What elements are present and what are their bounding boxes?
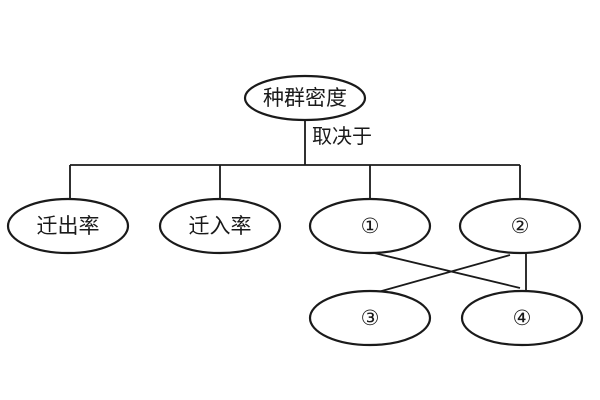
root-node-label: 种群密度 — [263, 86, 347, 110]
root-node: 种群密度 — [243, 74, 367, 122]
factor-node-2: ② — [458, 197, 582, 255]
factor-node-immigration-label: 迁入率 — [189, 214, 252, 238]
cross-connector-factor-1-to-4 — [369, 251, 521, 289]
factor-node-immigration: 迁入率 — [158, 197, 282, 255]
factor-node-1-label: ① — [361, 214, 380, 238]
factor-node-emigration-label: 迁出率 — [37, 214, 100, 238]
sub-factor-node-4: ④ — [460, 289, 584, 347]
sub-factor-node-3-label: ③ — [361, 306, 380, 330]
factor-node-emigration: 迁出率 — [6, 197, 130, 255]
factor-node-1: ① — [308, 197, 432, 255]
sub-factor-node-3: ③ — [308, 289, 432, 347]
cross-connector-factor-2-to-3 — [377, 254, 511, 293]
sub-factor-node-4-label: ④ — [513, 306, 532, 330]
relation-label: 取决于 — [312, 124, 372, 148]
factor-node-2-label: ② — [511, 214, 530, 238]
